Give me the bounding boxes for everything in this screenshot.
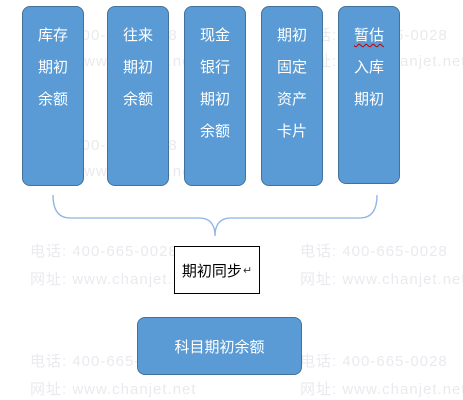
- brace-shape: [52, 194, 378, 237]
- source-box-line: 资产: [276, 90, 307, 108]
- source-box-line: 往来: [122, 26, 153, 44]
- source-box-line: 余额: [37, 90, 68, 108]
- source-box-line: 期初: [276, 26, 307, 44]
- source-box-line: 卡片: [276, 122, 307, 140]
- watermark-url: 网址: www.chanjet.net: [30, 271, 197, 288]
- source-box-cash-bank: 现金 银行 期初 余额: [184, 6, 246, 186]
- source-box-line: 期初: [353, 90, 384, 108]
- source-box-line: 期初: [122, 58, 153, 76]
- source-box-line: 期初: [37, 58, 68, 76]
- target-box-account-opening-balance: 科目期初余额: [137, 317, 302, 375]
- watermark-phone: 电话: 400-665-0028: [30, 243, 178, 260]
- watermark-phone: 电话: 400-665-0028: [300, 353, 448, 370]
- source-box-provisional-receipts: 暂估 入库 期初: [338, 6, 400, 184]
- watermark-url: 网址: www.chanjet.net: [30, 381, 197, 398]
- source-box-line: 暂估: [353, 26, 384, 44]
- watermark-phone: 电话: 400-665-0028: [300, 243, 448, 260]
- source-box-line: 现金: [199, 26, 230, 44]
- source-box-receivables: 往来 期初 余额: [107, 6, 169, 186]
- source-box-line: 库存: [37, 26, 68, 44]
- source-box-line: 余额: [122, 90, 153, 108]
- source-box-line: 固定: [276, 58, 307, 76]
- source-box-inventory: 库存 期初 余额: [22, 6, 84, 186]
- watermark-url: 网址: www.chanjet.net: [300, 271, 463, 288]
- watermark-url: 网址: www.chanjet.net: [300, 381, 463, 398]
- source-box-line: 余额: [199, 122, 230, 140]
- source-box-line: 期初: [199, 90, 230, 108]
- sync-label: 期初同步: [181, 261, 242, 280]
- source-box-line: 入库: [353, 58, 384, 76]
- paragraph-mark-icon: ↵: [242, 263, 253, 277]
- target-label: 科目期初余额: [174, 337, 265, 356]
- source-box-fixed-assets: 期初 固定 资产 卡片: [261, 6, 323, 186]
- sync-process-box: 期初同步↵: [174, 246, 260, 294]
- source-box-line: 银行: [199, 58, 230, 76]
